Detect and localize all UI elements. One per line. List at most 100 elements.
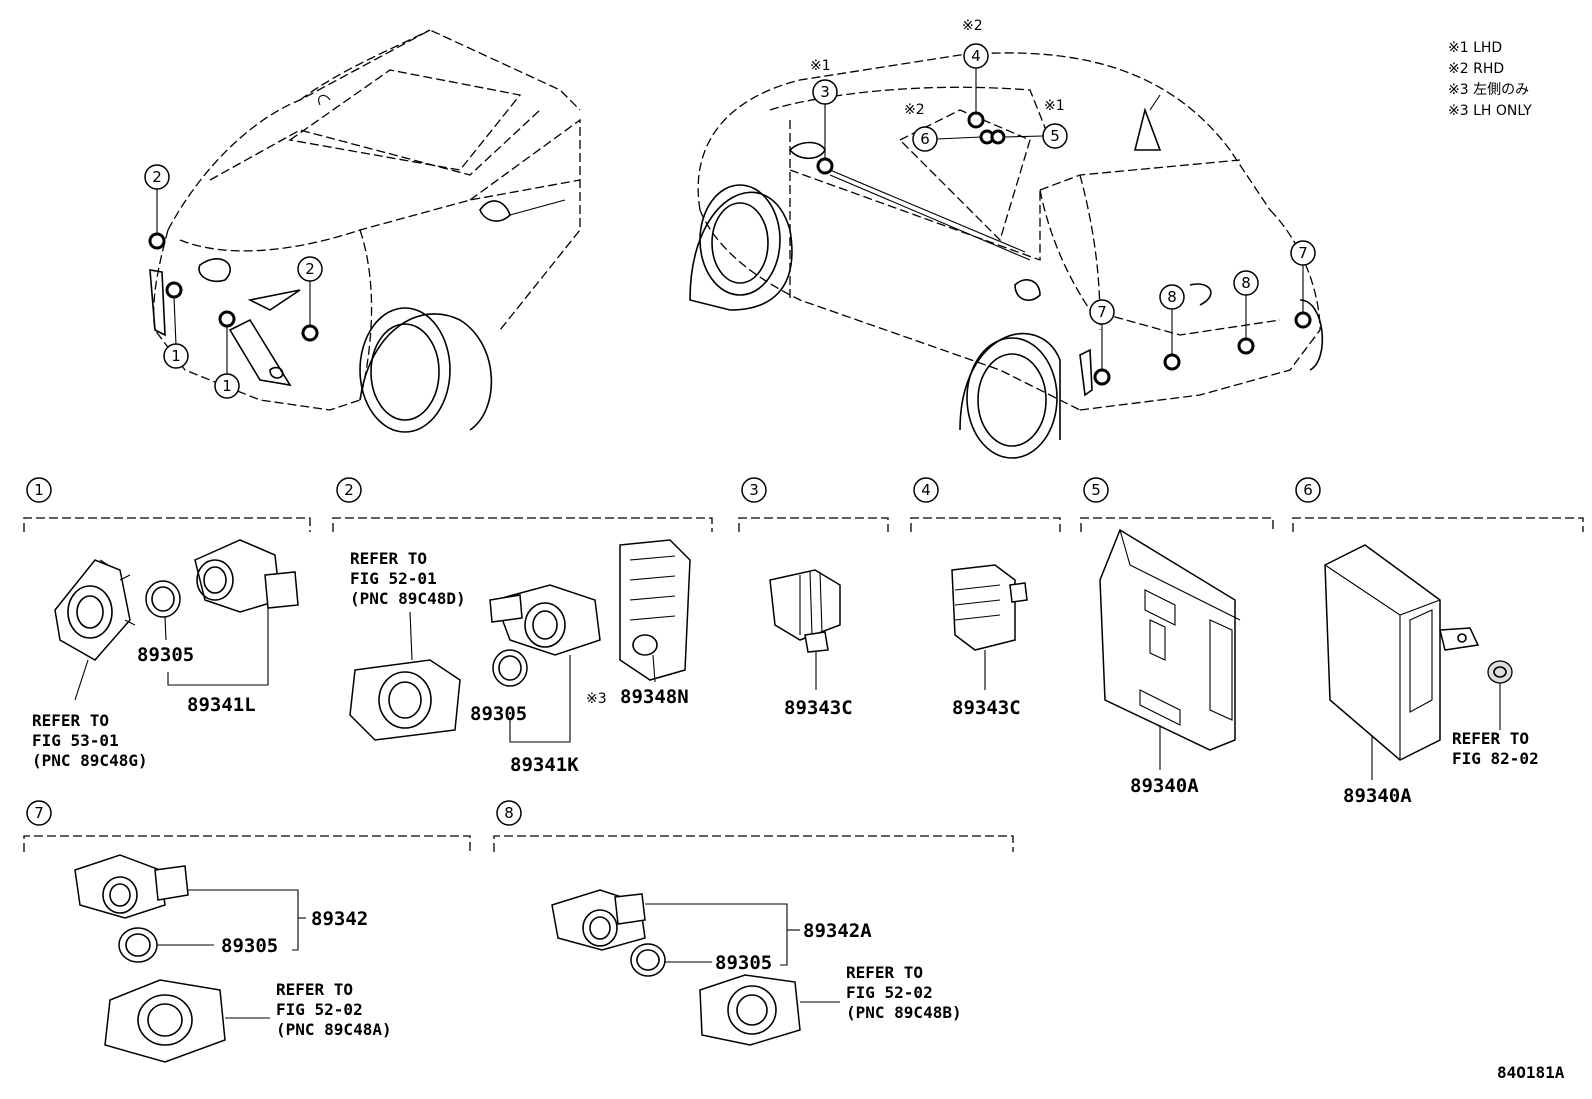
bumper-retainer — [349, 659, 461, 741]
svg-text:2: 2 — [152, 168, 162, 186]
legend-item-1: ※1 LHD — [1448, 40, 1502, 56]
group-header-4: 4 — [910, 477, 1061, 532]
group-2-parts: REFER TO FIG 52-01 (PNC 89C48D) 89305 89… — [349, 539, 691, 776]
part-number: 89341K — [510, 754, 579, 776]
svg-text:8: 8 — [504, 804, 514, 822]
control-module — [1324, 544, 1441, 761]
callout-8: 8 — [1159, 284, 1185, 310]
callout-2: 2 — [297, 256, 323, 282]
part-number: 89305 — [221, 935, 278, 957]
front-car-illustration — [149, 29, 581, 433]
svg-text:5: 5 — [1091, 481, 1101, 499]
reference-note: REFER TO — [350, 549, 427, 568]
part-number: 89305 — [715, 952, 772, 974]
legend-item-4: ※3 LH ONLY — [1448, 103, 1532, 119]
diagram-code: 84O181A — [1497, 1063, 1565, 1082]
legend-item-3: ※3 左側のみ — [1448, 82, 1529, 98]
legend: ※1 LHD ※2 RHD ※3 左側のみ ※3 LH ONLY — [1448, 40, 1532, 119]
callout-5: 5 — [1042, 123, 1068, 149]
sensor-location-dot — [1093, 368, 1111, 386]
sensor-location-dot — [990, 129, 1006, 145]
callout-1: 1 — [214, 373, 240, 399]
legend-item-2: ※2 RHD — [1448, 61, 1504, 77]
parking-sensor — [74, 854, 166, 919]
svg-text:3: 3 — [820, 83, 830, 101]
svg-text:6: 6 — [1303, 481, 1313, 499]
svg-text:6: 6 — [920, 130, 930, 148]
callout-4: 4 — [963, 43, 989, 69]
sensor-collar — [492, 649, 528, 687]
group-header-7: 7 — [23, 800, 471, 852]
group-6-parts: 89340A REFER TO FIG 82-02 — [1324, 544, 1539, 807]
sensor-location-dot — [1237, 337, 1255, 355]
callout-7: 7 — [1089, 299, 1115, 325]
sensor-location-dot — [165, 281, 183, 299]
reference-note: REFER TO — [276, 980, 353, 999]
sensor-collar — [630, 943, 666, 977]
reference-note: FIG 52-02 — [276, 1000, 363, 1019]
bumper-retainer — [104, 979, 226, 1063]
reference-note: (PNC 89C48A) — [276, 1020, 392, 1039]
part-number: 89340A — [1343, 785, 1412, 807]
sensor-location-dot — [1294, 311, 1312, 329]
sensor-location-dot — [1163, 353, 1181, 371]
sensor-location-dot — [301, 324, 319, 342]
callout-note: ※2 — [962, 18, 983, 34]
group-7-parts: 89342 89305 REFER TO FIG 52-02 (PNC 89C4… — [74, 854, 392, 1063]
relay — [951, 564, 1016, 651]
callout-note: ※2 — [904, 102, 925, 118]
group-3-parts: 89343C — [769, 569, 853, 719]
reference-note: FIG 82-02 — [1452, 749, 1539, 768]
svg-text:2: 2 — [344, 481, 354, 499]
svg-text:4: 4 — [971, 47, 981, 65]
callout-6: 6 — [912, 126, 938, 152]
bumper-retainer — [699, 974, 801, 1046]
svg-text:1: 1 — [171, 347, 181, 365]
relay — [769, 569, 841, 641]
control-module — [1099, 528, 1236, 751]
svg-text:7: 7 — [34, 804, 44, 822]
group-8-parts: 89342A 89305 REFER TO FIG 52-02 (PNC 89C… — [551, 889, 962, 1046]
reference-note: FIG 53-01 — [32, 731, 119, 750]
reference-note: REFER TO — [32, 711, 109, 730]
group-header-6: 6 — [1292, 477, 1584, 532]
group-header-1: 1 — [23, 477, 311, 532]
callout-1: 1 — [163, 343, 189, 369]
reference-note: (PNC 89C48D) — [350, 589, 466, 608]
reference-note: FIG 52-02 — [846, 983, 933, 1002]
callout-2: 2 — [144, 164, 170, 190]
callout-note: ※1 — [1044, 98, 1065, 114]
group-4-parts: 89343C — [951, 564, 1028, 719]
sensor-location-dot — [816, 157, 834, 175]
rear-car-illustration — [689, 52, 1324, 459]
reference-note: (PNC 89C48B) — [846, 1003, 962, 1022]
sensor-collar — [118, 927, 158, 963]
group-5-parts: 89340A — [1099, 528, 1241, 797]
reference-note: (PNC 89C48G) — [32, 751, 148, 770]
group-1-parts: 89305 89341L REFER TO FIG 53-01 (PNC 89C… — [32, 539, 299, 770]
svg-text:3: 3 — [749, 481, 759, 499]
sensor-collar — [145, 580, 181, 618]
callout-note: ※1 — [810, 58, 831, 74]
callout-8: 8 — [1233, 270, 1259, 296]
part-number: 89342A — [803, 920, 872, 942]
group-header-2: 2 — [332, 477, 713, 532]
part-number: 89348N — [620, 686, 689, 708]
svg-text:5: 5 — [1050, 127, 1060, 145]
svg-text:7: 7 — [1298, 244, 1308, 262]
sensor-location-dot — [218, 310, 236, 328]
svg-text:8: 8 — [1241, 274, 1251, 292]
group-header-5: 5 — [1080, 477, 1274, 532]
reference-note: REFER TO — [1452, 729, 1529, 748]
sensor-location-dot — [967, 111, 985, 129]
callout-7: 7 — [1290, 240, 1316, 266]
sensor-bracket — [619, 539, 691, 681]
part-note: ※3 — [586, 691, 607, 707]
svg-text:2: 2 — [305, 260, 315, 278]
part-number: 89305 — [137, 644, 194, 666]
svg-text:7: 7 — [1097, 303, 1107, 321]
svg-text:4: 4 — [921, 481, 931, 499]
nut — [1487, 660, 1513, 684]
sensor-location-dot — [148, 232, 166, 250]
part-number: 89340A — [1130, 775, 1199, 797]
